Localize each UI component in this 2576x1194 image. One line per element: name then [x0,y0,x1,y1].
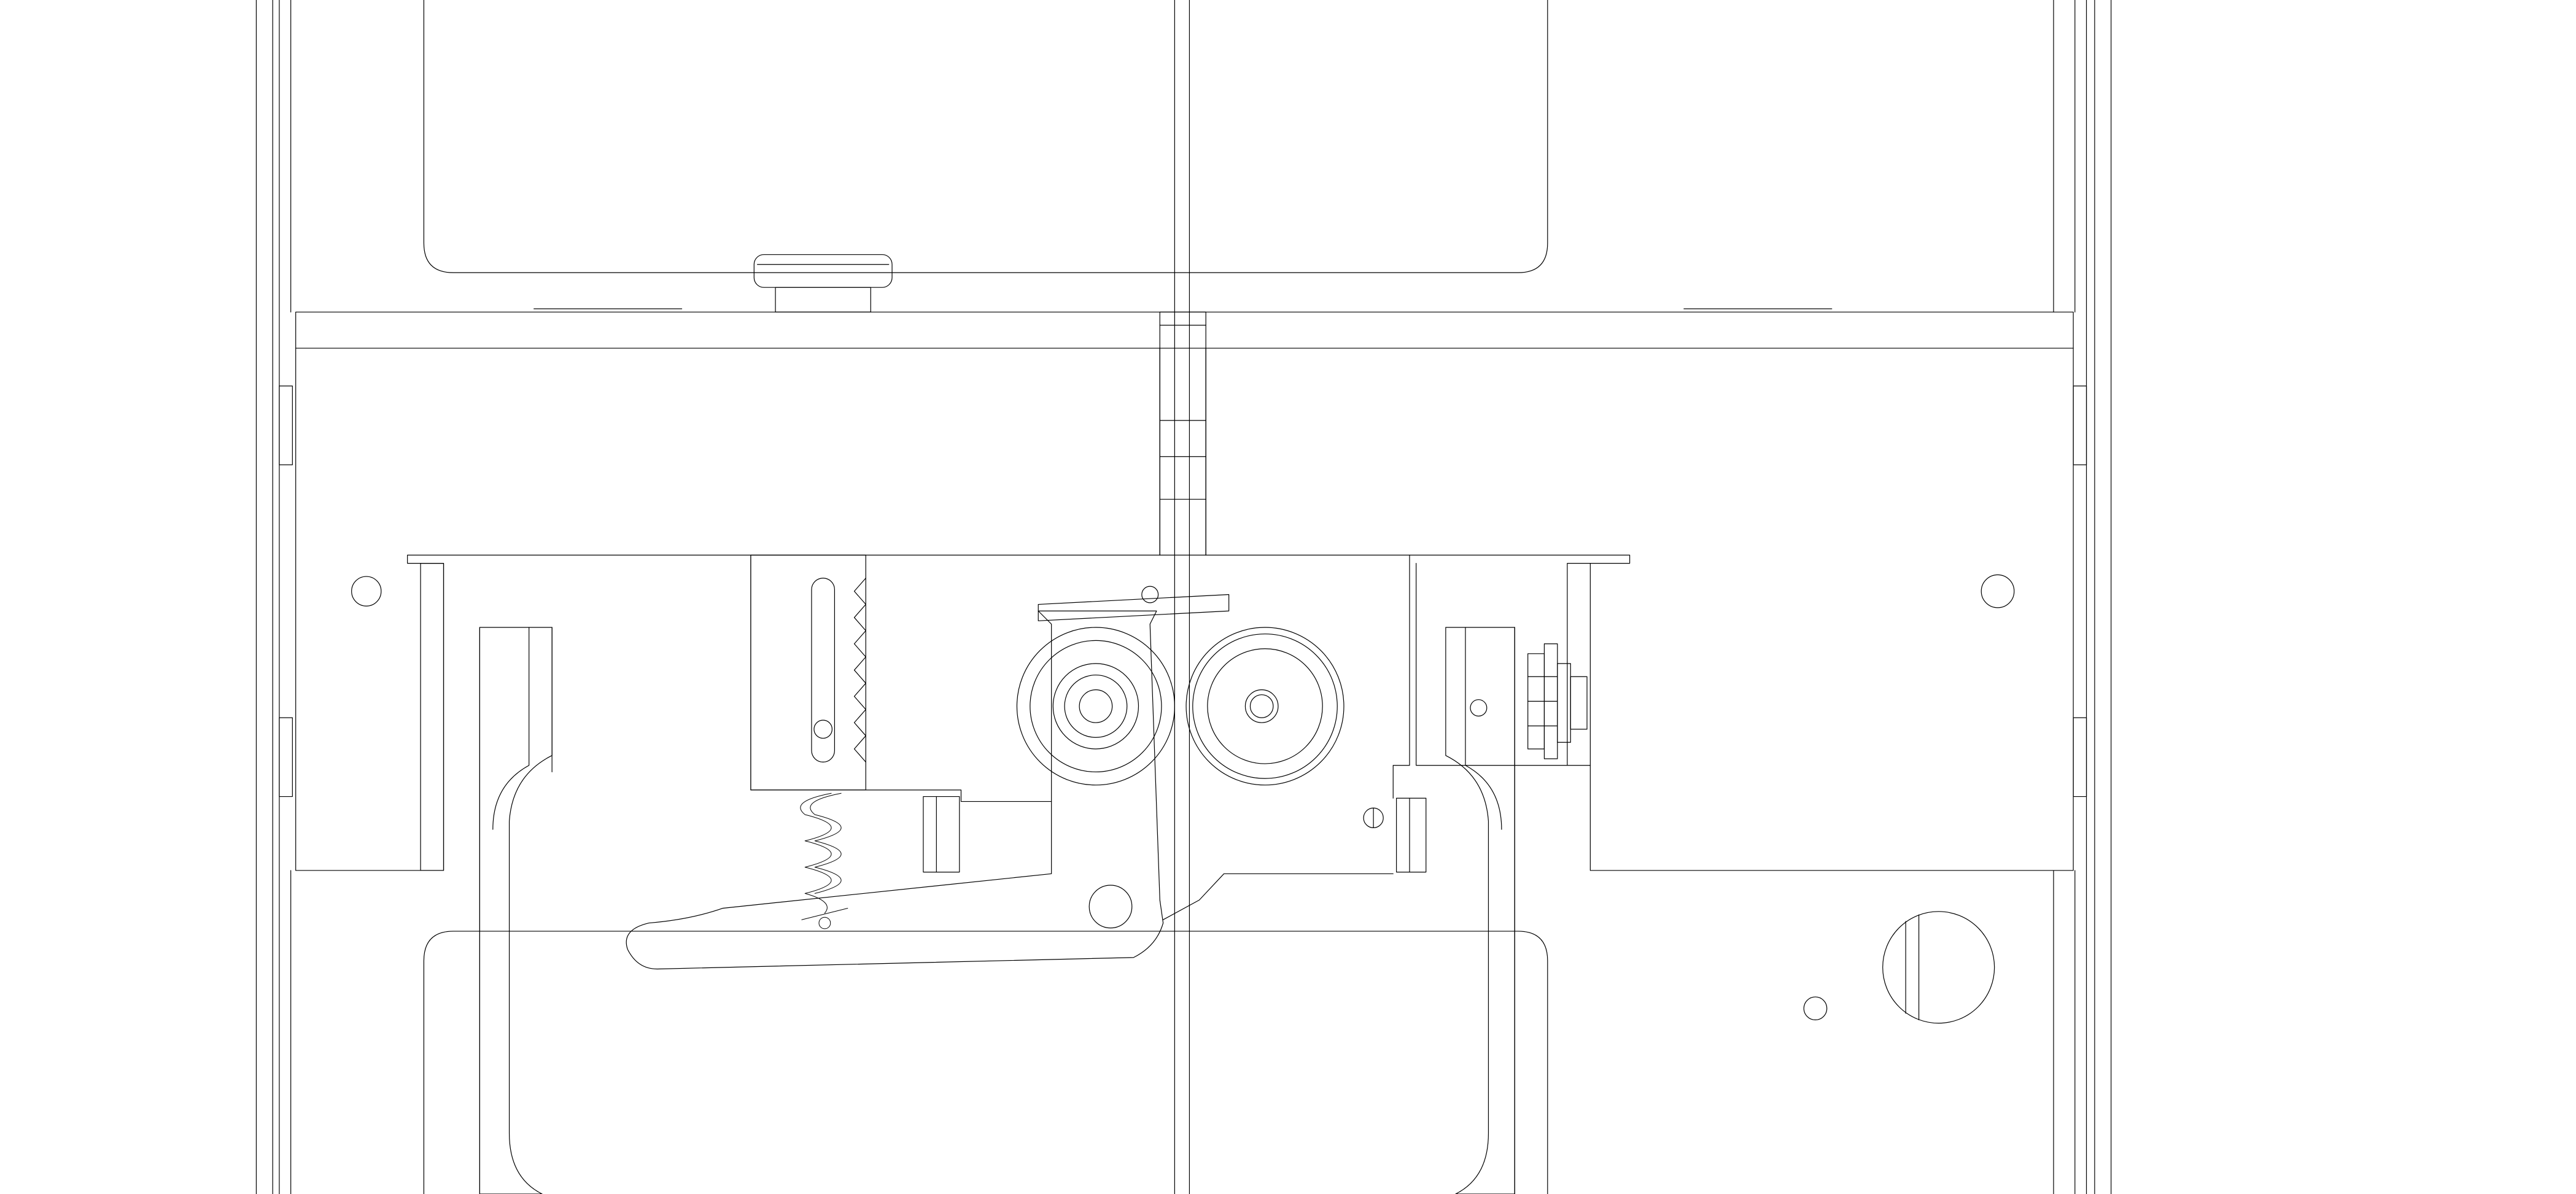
ratchet-slider [751,555,866,790]
hex-nut-stack [1528,644,1587,759]
center-hinge [1160,312,1206,555]
right-mounting-hole [1981,575,2014,608]
right-u-bracket-outer [1446,627,1515,1194]
latch-lever [626,611,1163,969]
small-hole [1804,997,1826,1020]
lock-body [751,555,1052,801]
right-roller [1186,627,1344,785]
left-panel-strip [421,564,443,870]
left-mounting-panel [296,348,1160,870]
right-frame-rail [2054,0,2111,1194]
cross-bar [296,309,2073,348]
bracket-pin-hole [1470,700,1487,716]
lock-body-right-edge [1393,555,1410,798]
left-u-bracket-inner [479,627,529,1194]
connector-arm [1163,874,1394,920]
lever-top-plate [1038,594,1228,621]
stop-block-right [1397,798,1426,872]
left-frame-rail [256,0,292,1194]
tray-knob [754,255,892,312]
stop-block-left [923,797,960,872]
slotted-screw-head [1883,912,1995,1023]
left-u-bracket-outer [479,627,552,1194]
right-mounting-panel [1206,348,2073,870]
right-u-bracket-inner [1465,627,1515,1194]
left-roller [1017,627,1174,785]
lower-tray [424,931,1547,1194]
left-mounting-hole [352,576,381,606]
compression-spring [801,793,848,929]
small-screw [1364,808,1383,828]
right-bracket-plate [1416,564,1591,766]
upper-tray [424,0,1547,273]
lever-pivot [1089,885,1132,928]
lever-top-pin [1142,586,1158,603]
